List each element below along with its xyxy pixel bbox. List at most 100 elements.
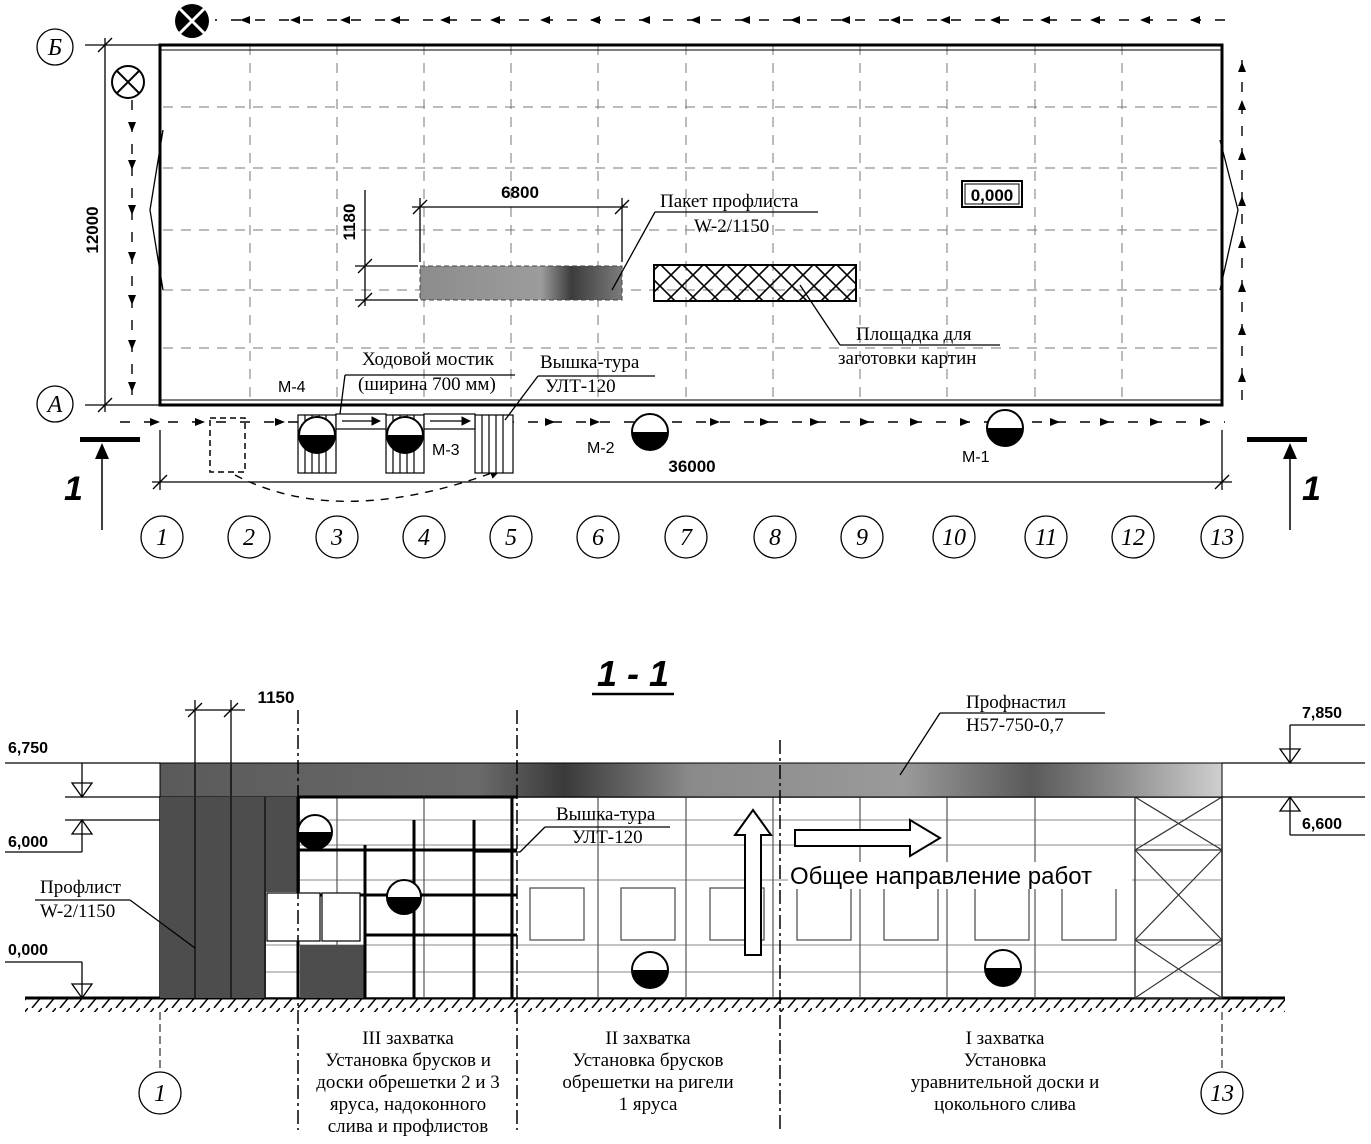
elevation-zero-plan: 0,000	[971, 186, 1014, 205]
dim-package-1180: 1180	[340, 204, 359, 241]
section-mechanism-3	[631, 951, 669, 989]
elevation-0000-section: 0,000	[5, 942, 94, 1000]
roof-profnastil	[159, 762, 1223, 798]
mechanism-m1-icon	[986, 409, 1024, 447]
axis-6: 6	[592, 525, 604, 551]
axis-4: 4	[418, 525, 430, 551]
movement-arrows-top	[240, 16, 1200, 24]
tower-position-empty	[209, 417, 246, 473]
axis-marker-b	[36, 28, 74, 66]
svg-text:уравнительной доски и: уравнительной доски и	[911, 1072, 1100, 1093]
axis-label-a: А	[46, 392, 63, 418]
axis-marker-a	[36, 385, 74, 423]
svg-text:7,850: 7,850	[1302, 705, 1342, 722]
label-m2: М-2	[587, 440, 615, 457]
elevation-box	[961, 180, 1023, 208]
label-m4: М-4	[278, 379, 306, 396]
axis-13: 13	[1210, 525, 1234, 551]
section-view: 1 - 1	[5, 653, 1365, 1137]
dim-height-12000: 12000	[83, 206, 102, 253]
platform-label-1: Площадка для	[856, 324, 972, 345]
axis-2: 2	[243, 525, 255, 551]
elevation-6000: 6,000	[5, 818, 160, 853]
svg-text:1: 1	[1302, 470, 1321, 508]
walkway-label-2: (ширина 700 мм)	[358, 374, 496, 395]
tower-label-2: УЛТ-120	[545, 376, 616, 397]
section-mechanism-4	[984, 949, 1022, 987]
svg-text:6,600: 6,600	[1302, 816, 1342, 833]
section-mechanism-1	[297, 814, 333, 850]
label-m3: М-3	[432, 442, 460, 459]
crane-start-icon	[175, 4, 209, 38]
elevation-6750: 6,750	[5, 740, 160, 799]
dim-length-36000: 36000	[668, 457, 715, 476]
axis-label-b: Б	[47, 35, 62, 61]
profnastil-label-2: Н57-750-0,7	[966, 715, 1064, 736]
axis-1: 1	[156, 525, 168, 551]
axis-9: 9	[856, 525, 868, 551]
profnastil-label-1: Профнастил	[966, 692, 1067, 713]
ground-hatch	[25, 998, 1285, 1012]
section-mark-right: 1	[1247, 437, 1321, 530]
axis-8: 8	[769, 525, 781, 551]
stage3-label: III захватка Установка брусков и доски о…	[316, 1028, 500, 1137]
axis-12: 12	[1121, 525, 1145, 551]
axis-3: 3	[330, 525, 343, 551]
elevation-7850: 7,850	[1222, 705, 1365, 765]
svg-text:слива и профлистов: слива и профлистов	[328, 1116, 489, 1137]
package-label-1: Пакет профлиста	[660, 191, 799, 212]
section-axis-1-label: 1	[154, 1081, 166, 1107]
axis-5: 5	[505, 525, 517, 551]
proflist-label-1: Профлист	[40, 877, 122, 898]
svg-text:доски обрешетки 2 и 3: доски обрешетки 2 и 3	[316, 1072, 500, 1093]
section-tower-label-1: Вышка-тура	[556, 804, 656, 825]
crane-stop-icon	[111, 65, 145, 99]
proflist-label-2: W-2/1150	[40, 901, 115, 922]
svg-text:обрешетки на ригели: обрешетки на ригели	[562, 1072, 733, 1093]
tower-5	[474, 414, 514, 474]
axis-7: 7	[680, 525, 693, 551]
svg-text:II захватка: II захватка	[605, 1028, 691, 1049]
svg-text:Установка брусков: Установка брусков	[573, 1050, 724, 1071]
svg-text:цокольного слива: цокольного слива	[934, 1094, 1076, 1115]
direction-label: Общее направление работ	[790, 863, 1092, 890]
proflist-package	[419, 265, 623, 301]
svg-text:0,000: 0,000	[8, 942, 48, 959]
direction-arrow-right	[794, 818, 942, 858]
svg-text:6,000: 6,000	[8, 834, 48, 851]
elevation-6600: 6,600	[1222, 795, 1365, 836]
package-label-2: W-2/1150	[694, 216, 769, 237]
mechanism-m2-icon	[631, 413, 669, 451]
assembly-platform	[653, 264, 857, 302]
svg-text:яруса, надоконного: яруса, надоконного	[330, 1094, 486, 1115]
section-title: 1 - 1	[597, 653, 669, 694]
tower-label-1: Вышка-тура	[540, 352, 640, 373]
section-axis-13	[1200, 1071, 1244, 1115]
svg-text:I захватка: I захватка	[966, 1028, 1045, 1049]
svg-text:6,750: 6,750	[8, 740, 48, 757]
label-m1: М-1	[962, 449, 990, 466]
axis-columns: 1 2 3 4 5 6 7 8 9 10 11 12 13	[140, 515, 1244, 559]
building-outline	[158, 43, 1224, 407]
dim-package-6800: 6800	[501, 183, 539, 202]
svg-text:III захватка: III захватка	[362, 1028, 454, 1049]
mechanism-m4-icon	[298, 416, 336, 454]
stage1-label: I захватка Установка уравнительной доски…	[911, 1028, 1100, 1115]
svg-text:1: 1	[64, 470, 83, 508]
section-mark-left: 1	[64, 437, 140, 530]
section-axis-13-label: 13	[1210, 1081, 1234, 1107]
walkway-label-1: Ходовой мостик	[362, 349, 495, 370]
svg-text:1 яруса: 1 яруса	[619, 1094, 678, 1115]
section-tower-label-2: УЛТ-120	[572, 827, 643, 848]
plan-view: Б А 12000	[36, 4, 1321, 559]
svg-text:Установка: Установка	[964, 1050, 1047, 1071]
dim-panel-1150: 1150	[258, 688, 295, 707]
walkway	[335, 413, 476, 430]
direction-arrow-up	[733, 808, 773, 956]
proflist-installed	[160, 797, 265, 998]
platform-label-2: заготовки картин	[838, 348, 976, 369]
section-axis-1	[138, 1071, 182, 1115]
axis-11: 11	[1035, 525, 1057, 551]
mechanism-m3-icon	[386, 416, 424, 454]
